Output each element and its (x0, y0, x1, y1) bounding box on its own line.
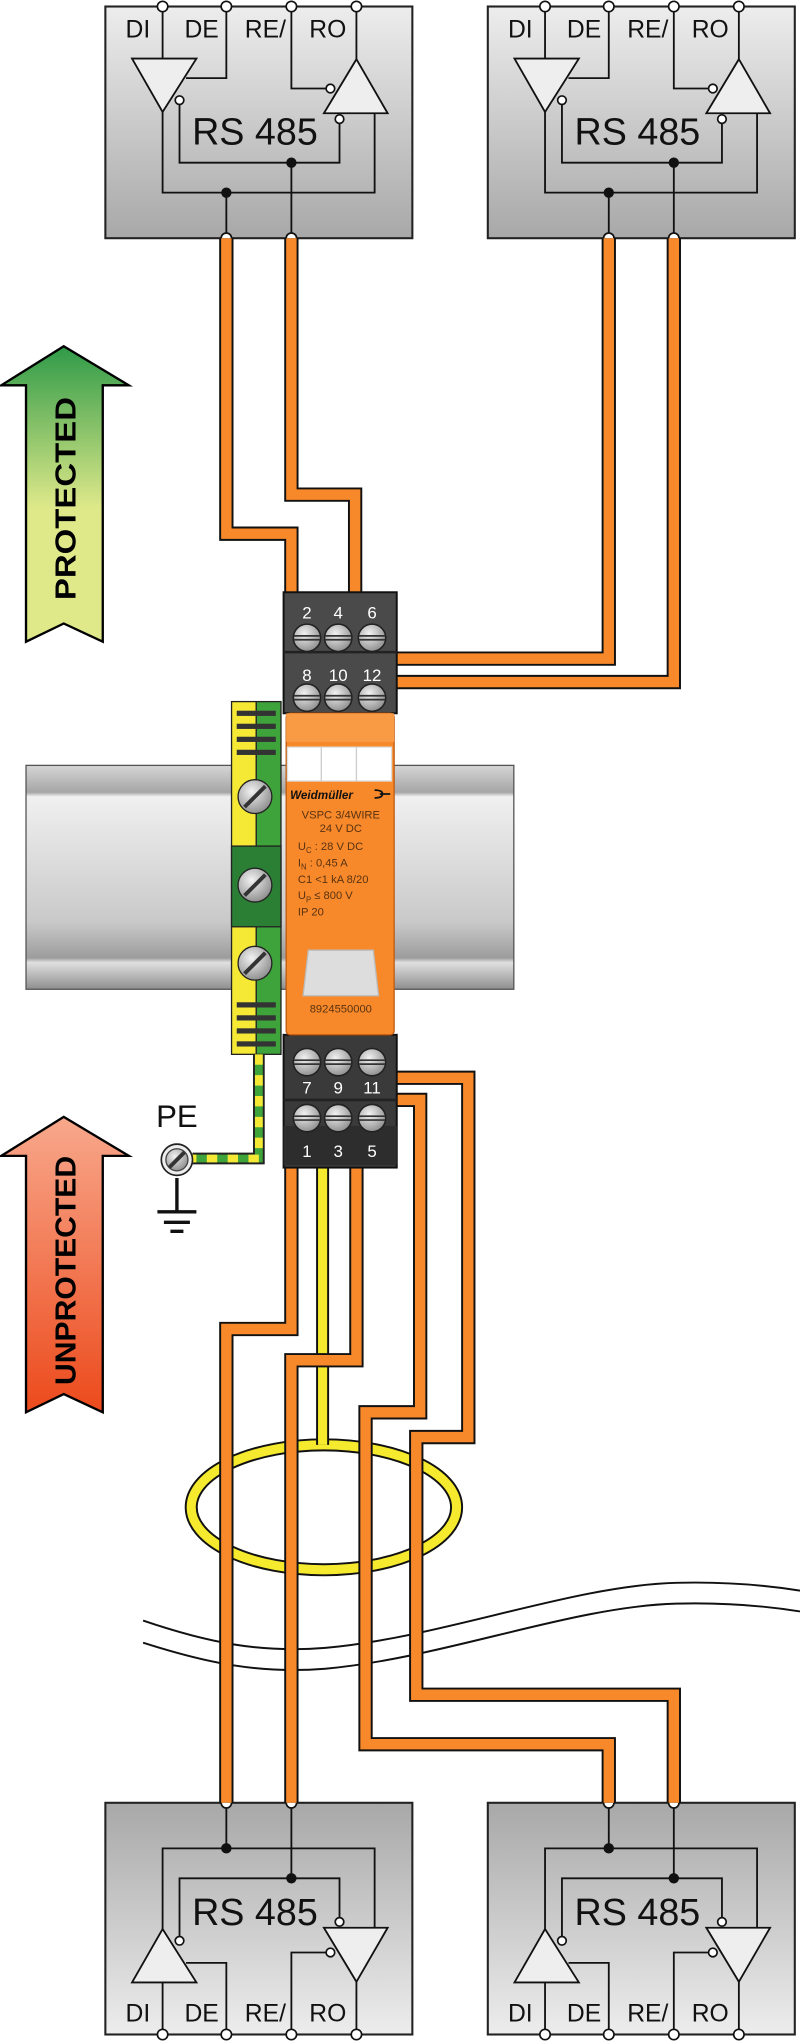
terminal-3: 3 (334, 1142, 343, 1161)
terminal-7: 7 (302, 1078, 311, 1097)
chip-label-top-right: RS 485 (575, 110, 701, 152)
protected-label: PROTECTED (50, 397, 82, 600)
surge-protection-module: Weidmüller VSPC 3/4WIRE 24 V DC UC : 28 … (285, 712, 395, 1036)
pin-label-re: RE/ (245, 2000, 286, 2027)
terminal-screw[interactable] (292, 1047, 322, 1077)
spec-line: C1 <1 kA 8/20 (298, 874, 369, 886)
terminal-screw[interactable] (357, 683, 387, 713)
terminal-screw[interactable] (323, 623, 353, 653)
chip-label-bottom-left: RS 485 (192, 1891, 318, 1933)
ground-screw (160, 1143, 194, 1177)
unprotected-arrow: UNPROTECTED (0, 1115, 134, 1415)
pin-label-de: DE (184, 2000, 218, 2027)
terminal-screw[interactable] (323, 1103, 353, 1133)
spec-line: IP 20 (298, 907, 324, 919)
terminal-screw[interactable] (357, 623, 387, 653)
signal-wire (366, 1057, 681, 1803)
terminal-4: 4 (334, 603, 343, 622)
terminal-9: 9 (334, 1078, 343, 1097)
terminal-5: 5 (367, 1142, 376, 1161)
pin-label-ro: RO (309, 17, 346, 44)
pin-label-ro: RO (692, 17, 729, 44)
bottom-left-pin-labels: DI DE RE/ RO (126, 2000, 347, 2027)
brand-logo: Weidmüller (290, 789, 354, 802)
terminal-screw[interactable] (292, 623, 322, 653)
pin-label-re: RE/ (245, 17, 286, 44)
pe-wire (192, 1054, 265, 1165)
pin-label-de: DE (567, 2000, 601, 2027)
terminal-screw[interactable] (292, 683, 322, 713)
terminal-11: 11 (363, 1078, 381, 1097)
unprotected-label: UNPROTECTED (50, 1156, 82, 1385)
spec-line: UP ≤ 800 V (298, 890, 353, 904)
pin-label-de: DE (567, 17, 601, 44)
terminal-screw[interactable] (357, 1047, 387, 1077)
protected-arrow: PROTECTED (0, 344, 134, 644)
pin-label-di: DI (126, 2000, 151, 2027)
terminal-12: 12 (363, 666, 382, 685)
terminal-1: 1 (302, 1142, 311, 1161)
terminal-2: 2 (302, 603, 311, 622)
terminal-10: 10 (329, 666, 348, 685)
pin-label-di: DI (508, 17, 533, 44)
nominal-voltage: 24 V DC (320, 823, 362, 835)
chip-label-bottom-right: RS 485 (575, 1891, 701, 1933)
signal-wire (366, 238, 681, 703)
spec-line: UC : 28 V DC (298, 841, 363, 855)
terminal-8: 8 (302, 666, 311, 685)
terminal-numbers: 2 4 6 8 10 12 7 9 11 1 3 5 (302, 603, 381, 1161)
pin-label-re: RE/ (627, 17, 668, 44)
cable-length-break (142, 1581, 800, 1671)
pe-block-screws (237, 779, 273, 981)
chip-label-top-left: RS 485 (192, 110, 318, 152)
model-name: VSPC 3/4WIRE (302, 810, 380, 822)
pin-label-di: DI (126, 17, 151, 44)
terminal-screw[interactable] (323, 683, 353, 713)
bottom-right-pin-labels: DI DE RE/ RO (508, 2000, 729, 2027)
pe-label: PE (156, 1099, 198, 1134)
terminal-screws (292, 623, 387, 1133)
terminal-screw[interactable] (292, 1103, 322, 1133)
spec-line: IN : 0,45 A (298, 857, 348, 871)
pin-label-di: DI (508, 2000, 533, 2027)
marker-label-area (286, 746, 393, 782)
status-window (302, 949, 380, 997)
terminal-screw[interactable] (357, 1103, 387, 1133)
pin-label-ro: RO (309, 2000, 346, 2027)
pin-label-de: DE (184, 17, 218, 44)
part-number: 8924550000 (310, 1004, 372, 1016)
signal-wire (284, 238, 377, 644)
terminal-screw[interactable] (323, 1047, 353, 1077)
top-left-pin-labels: DI DE RE/ RO (126, 17, 347, 44)
pe-terminal-block (230, 700, 282, 1055)
spec-list: UC : 28 V DC IN : 0,45 A C1 <1 kA 8/20 UP ≤… (298, 841, 369, 919)
ground-icon (157, 1178, 197, 1234)
top-right-pin-labels: DI DE RE/ RO (508, 17, 729, 44)
terminal-6: 6 (367, 603, 376, 622)
brand-logo-icon (374, 789, 391, 799)
pin-label-ro: RO (692, 2000, 729, 2027)
pin-label-re: RE/ (627, 2000, 668, 2027)
